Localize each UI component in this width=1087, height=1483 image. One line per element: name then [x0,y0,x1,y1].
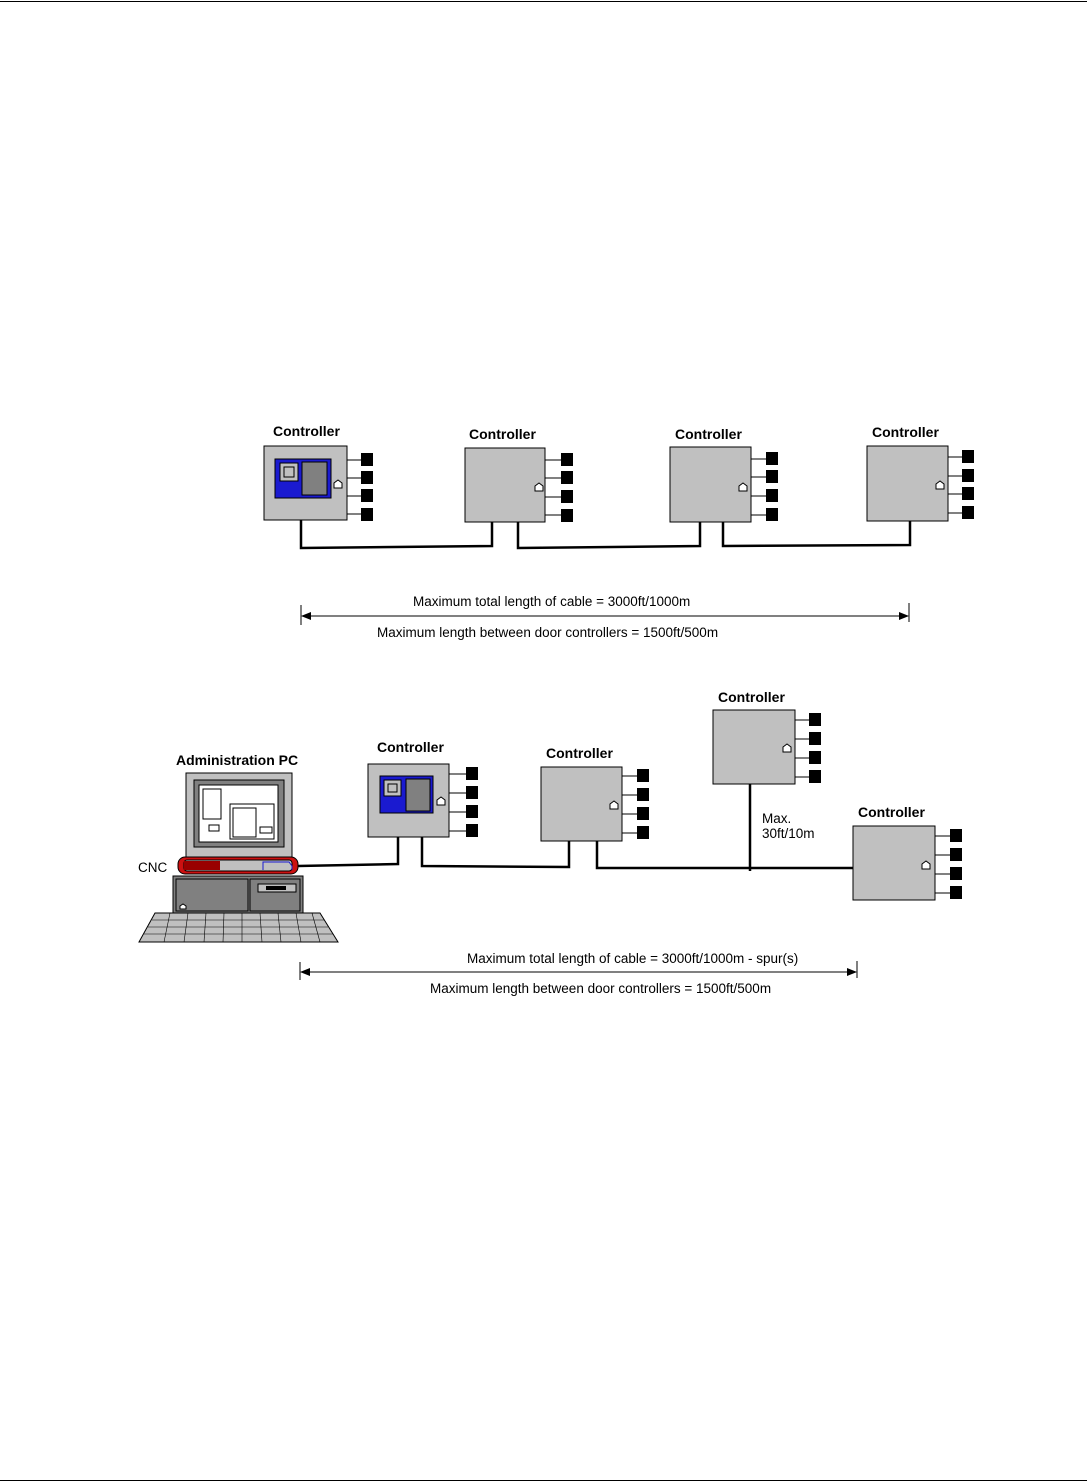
bus-cable [297,837,853,870]
cnc-unit-icon [177,856,299,875]
controller-d-bottom: Controller [852,804,962,901]
controller-label: Controller [377,739,444,755]
max-spur-length: 30ft/10m [762,826,815,841]
dimension-line [300,603,910,625]
max-between-length-text: Maximum length between door controllers … [430,981,771,996]
lock-icon [609,800,619,810]
controller-3-top: Controller [669,426,778,523]
lock-icon [534,482,544,492]
door-reader-icons [545,453,573,522]
dimension-line [299,961,858,980]
computer-case-icon [172,875,304,914]
door-reader-icons [948,450,974,519]
controller-label: Controller [872,424,939,440]
max-total-length-text: Maximum total length of cable = 3000ft/1… [413,594,690,609]
admin-pc-label: Administration PC [176,752,298,768]
controller-label: Controller [469,426,536,442]
monitor-icon [185,772,293,858]
keyboard-icon [138,912,339,943]
lock-icon [436,796,446,806]
controller-c-bottom: Controller [712,689,821,785]
top-rule [0,1,1087,2]
door-reader-icons [935,829,962,899]
lock-icon [921,860,931,870]
cnc-label: CNC [138,860,167,875]
controller-label: Controller [858,804,925,820]
max-spur-label: Max. [762,811,791,826]
controller-label: Controller [273,423,340,439]
controller-label: Controller [675,426,742,442]
controller-label: Controller [718,689,785,705]
controller-4-top: Controller [866,424,974,522]
lock-icon [333,479,343,489]
bus-cable [299,520,912,550]
door-reader-icons [795,713,821,783]
bottom-diagram: Administration PC CNC [138,689,962,996]
door-reader-icons [622,769,649,839]
bottom-rule [0,1480,1087,1481]
controller-1-top: Controller [263,423,373,521]
controller-a-bottom: Controller [367,739,478,838]
door-reader-icons [751,452,778,521]
lock-icon [782,743,792,753]
lock-icon [738,482,748,492]
max-between-length-text: Maximum length between door controllers … [377,625,718,640]
controller-label: Controller [546,745,613,761]
lock-icon [935,480,945,490]
door-reader-icons [347,453,373,521]
door-reader-icons [449,767,478,837]
max-total-length-text: Maximum total length of cable = 3000ft/1… [467,951,798,966]
controller-b-bottom: Controller [540,745,649,842]
controller-2-top: Controller [464,426,573,523]
administration-pc: Administration PC CNC [138,752,339,943]
top-diagram: Controller Controller [263,423,974,640]
